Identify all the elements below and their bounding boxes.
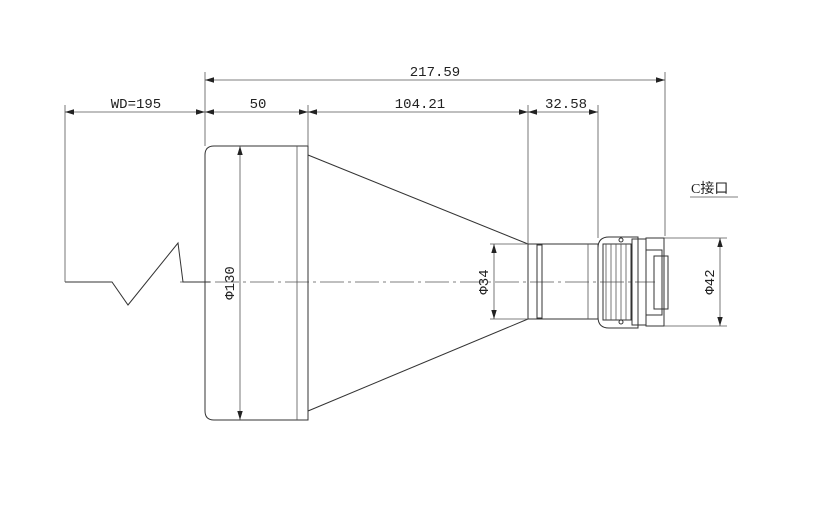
c-mount: [597, 236, 669, 329]
dim-front-section: 50: [250, 97, 267, 113]
dim-cone-end-diameter: Φ34: [477, 269, 493, 294]
front-barrel: [204, 145, 309, 421]
mount-label: C接口: [691, 180, 728, 197]
rear-tube: [528, 243, 599, 320]
dim-cone-section: 104.21: [395, 97, 445, 113]
dim-rear-section: 32.58: [545, 97, 587, 113]
dim-mount-diameter: Φ42: [703, 269, 719, 294]
working-distance-break-line: [65, 241, 210, 306]
extension-lines: [64, 72, 727, 327]
dim-total-length: 217.59: [410, 65, 460, 81]
conical-section: [307, 154, 529, 412]
dim-working-distance: WD=195: [111, 97, 161, 113]
dim-front-diameter: Φ130: [223, 266, 239, 300]
